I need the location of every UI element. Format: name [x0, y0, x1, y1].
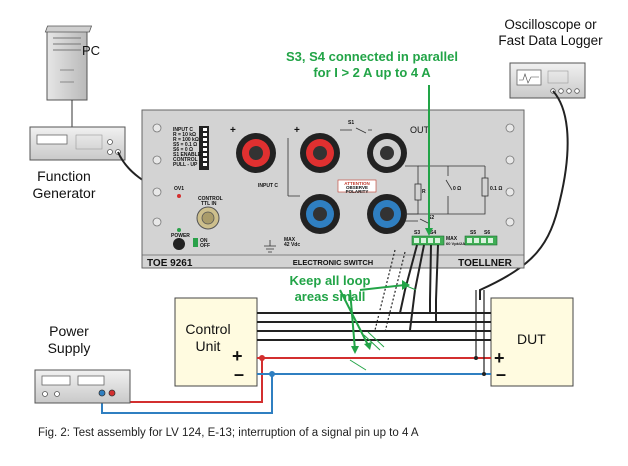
panel-ttl-label: TTL IN — [201, 201, 217, 207]
attention-line-0: ATTENTION — [344, 181, 369, 186]
parallel-note-line-2: for I > 2 A up to 4 A — [313, 65, 431, 80]
power-supply-device — [34, 369, 131, 404]
resistor-r-label: R — [422, 189, 426, 195]
parallel-note-line-1: S3, S4 connected in parallel — [286, 49, 458, 64]
loop-note-line-1: Keep all loop — [289, 273, 371, 288]
supply-lines — [101, 355, 491, 414]
function-generator-label: Function Generator — [24, 168, 104, 202]
dip-label-5: S1 ENABLE — [173, 152, 202, 158]
panel-plus-1: + — [230, 125, 236, 136]
probe-leads — [475, 290, 485, 374]
parallel-note: S3, S4 connected in parallel for I > 2 A… — [283, 49, 461, 81]
switch-s2-label: S2 — [428, 215, 434, 221]
control-unit-minus: – — [234, 364, 245, 384]
function-generator-device — [29, 126, 126, 161]
dut-box — [490, 297, 574, 387]
dip-label-0: INPUT C — [173, 127, 193, 133]
resistor-01-label: 0.1 Ω — [490, 186, 502, 192]
max-s-label: MAX — [446, 236, 458, 242]
power-supply-label: Power Supply — [34, 323, 104, 357]
function-generator-label-line-2: Generator — [32, 185, 96, 201]
control-unit-label-line-2: Unit — [195, 338, 221, 354]
panel-title: ELECTRONIC SWITCH — [293, 258, 373, 267]
pc-label: PC — [82, 43, 101, 58]
terminal-s5-label: S5 — [470, 230, 476, 236]
twisted-pair-dashes-2 — [384, 251, 406, 333]
dut-minus: – — [496, 364, 507, 384]
oscilloscope-label: Oscilloscope or Fast Data Logger — [478, 17, 623, 49]
dut-label: DUT — [517, 331, 546, 347]
dip-label-6: CONTROL — [173, 157, 198, 163]
panel-input-c-label: INPUT C — [258, 183, 278, 189]
panel-plus-2: + — [294, 125, 300, 136]
resistor-0-label: 0 Ω — [453, 186, 461, 192]
green-arrowheads — [351, 228, 433, 354]
panel-control-label: CONTROL — [198, 196, 223, 202]
attention-line-2: POLARITY — [346, 189, 369, 194]
dip-label-4: S6 = 0 Ω — [173, 147, 193, 153]
max-v-label: MAX — [284, 237, 296, 243]
terminal-s3-label: S3 — [414, 230, 420, 236]
dip-label-7: PULL - UP — [173, 162, 198, 168]
power-supply-label-line-1: Power — [49, 323, 89, 339]
terminal-s4-label: S4 — [430, 230, 436, 236]
panel-ov1-label: OV1 — [174, 186, 184, 192]
panel-brand-right: TOELLNER — [458, 258, 512, 269]
control-unit-label-line-1: Control — [185, 321, 231, 337]
figure-caption: Fig. 2: Test assembly for LV 124, E-13; … — [38, 427, 419, 439]
scope-probe-cable — [479, 90, 569, 300]
loop-note: Keep all loop areas small — [285, 273, 375, 305]
loop-note-line-2: areas small — [294, 289, 366, 304]
max-s-value: 60 Vpk/2A — [446, 241, 465, 246]
panel-on-label: ON — [200, 238, 208, 244]
green-arrows — [339, 85, 430, 351]
control-unit-label: Control Unit — [180, 321, 236, 355]
switch-s1-label: S1 — [348, 120, 354, 126]
control-unit-plus: + — [232, 346, 243, 366]
loop-hatch — [349, 283, 417, 371]
terminal-s6-label: S6 — [484, 230, 490, 236]
function-generator-label-line-1: Function — [37, 168, 91, 184]
oscilloscope-label-line-1: Oscilloscope or — [504, 17, 597, 32]
panel-off-label: OFF — [200, 243, 210, 249]
dut-plus: + — [494, 348, 505, 368]
max-v-value: 42 Vdc — [284, 242, 300, 248]
panel-out-label: OUT — [410, 125, 430, 135]
panel-power-label: POWER — [171, 233, 190, 239]
signal-lines — [257, 312, 491, 341]
control-unit-box — [174, 297, 258, 387]
dip-label-2: R = 100 kΩ — [173, 137, 199, 143]
panel-brand-left: TOE 9261 — [147, 258, 193, 269]
pc-tower — [44, 25, 93, 101]
attention-line-1: OBSERVE — [346, 185, 368, 190]
twisted-pair-dashes — [374, 249, 396, 331]
oscilloscope-device — [509, 62, 586, 99]
dip-label-3: S5 = 0.1 Ω — [173, 142, 197, 148]
power-supply-label-line-2: Supply — [47, 340, 91, 356]
dip-label-1: R = 10 kΩ — [173, 132, 196, 138]
oscilloscope-label-line-2: Fast Data Logger — [498, 33, 603, 48]
electronic-switch-panel — [141, 109, 525, 269]
